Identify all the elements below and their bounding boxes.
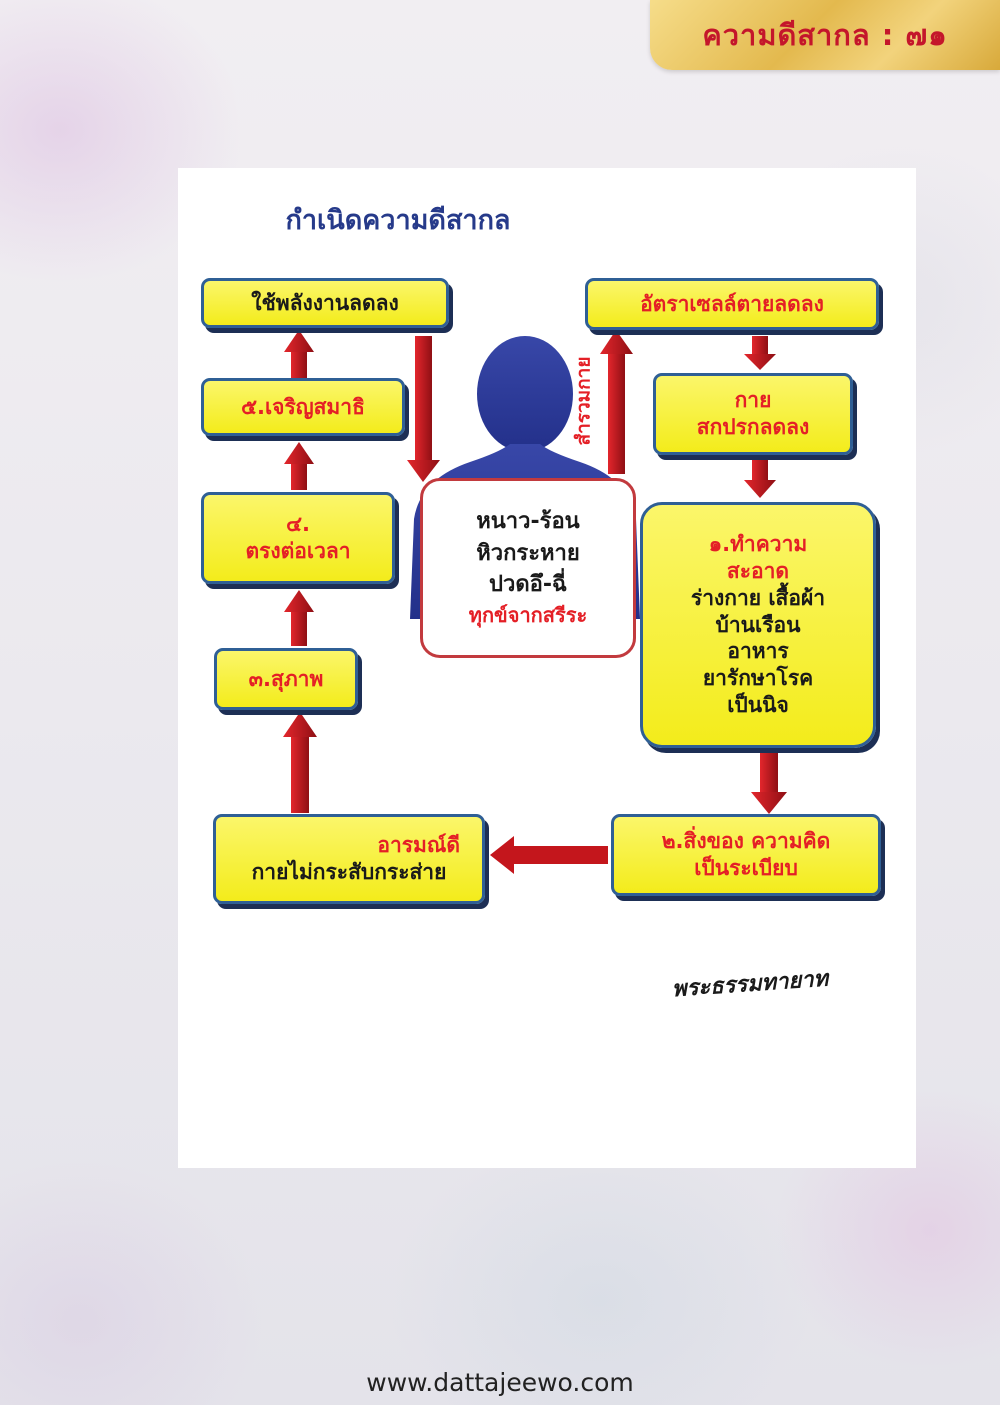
center-caption: ทุกข์จากสรีระ xyxy=(468,603,588,628)
arrow-down-cell-death-to-body xyxy=(744,336,776,370)
side-label-restraint: สำรวมกาย xyxy=(572,356,595,446)
clean-line-2: อาหาร xyxy=(727,639,789,664)
diagram-title: กำเนิดความดีสากล xyxy=(285,205,511,236)
arrow-up-meditation-to-energy xyxy=(284,330,314,378)
center-physical-suffering: หนาว-ร้อน หิวกระหาย ปวดอึ-ฉี่ ทุกข์จากสร… xyxy=(420,478,636,658)
node-polite: ๓.สุภาพ xyxy=(214,648,358,710)
clean-line-0: ร่างกาย เสื้อผ้า xyxy=(690,585,826,610)
arrow-down-clean-to-order xyxy=(751,752,787,814)
center-line-0: หนาว-ร้อน xyxy=(476,508,580,534)
node-orderly: ๒.สิ่งของ ความคิด เป็นระเบียบ xyxy=(611,814,881,896)
node-good-mood: อารมณ์ดี กายไม่กระสับกระส่าย xyxy=(213,814,485,904)
page-header-tab: ความดีสากล : ๗๑ xyxy=(650,0,1000,70)
clean-line-1: บ้านเรือน xyxy=(715,612,801,637)
node-punctual: ๔. ตรงต่อเวลา xyxy=(201,492,395,584)
footer-url[interactable]: www.dattajeewo.com xyxy=(366,1368,634,1397)
clean-line-4: เป็นนิจ xyxy=(727,693,789,718)
clean-line-3: ยารักษาโรค xyxy=(702,666,814,691)
node-cleaning: ๑.ทำความ สะอาด ร่างกาย เสื้อผ้า บ้านเรือ… xyxy=(640,502,876,748)
node-energy-reduced: ใช้พลังงานลดลง xyxy=(201,278,449,328)
node-meditation: ๕.เจริญสมาธิ xyxy=(201,378,405,436)
center-line-1: หิวกระหาย xyxy=(476,540,580,566)
arrow-up-polite-to-punctual xyxy=(284,590,314,646)
node-body-less-dirty: กาย สกปรกลดลง xyxy=(653,373,853,455)
center-line-2: ปวดอึ-ฉี่ xyxy=(489,572,567,598)
arrow-down-body-to-clean xyxy=(744,460,776,498)
node-cell-death-reduced: อัตราเซลล์ตายลดลง xyxy=(585,278,879,330)
person-head xyxy=(477,336,573,452)
arrow-up-center-to-cell-death xyxy=(600,330,633,474)
arrow-left-order-to-mood xyxy=(490,836,608,874)
arrow-down-energy-to-center xyxy=(407,336,440,482)
arrow-up-mood-to-polite xyxy=(283,712,317,813)
arrow-up-punctual-to-meditation xyxy=(284,442,314,490)
page-header-title: ความดีสากล : ๗๑ xyxy=(702,18,948,52)
